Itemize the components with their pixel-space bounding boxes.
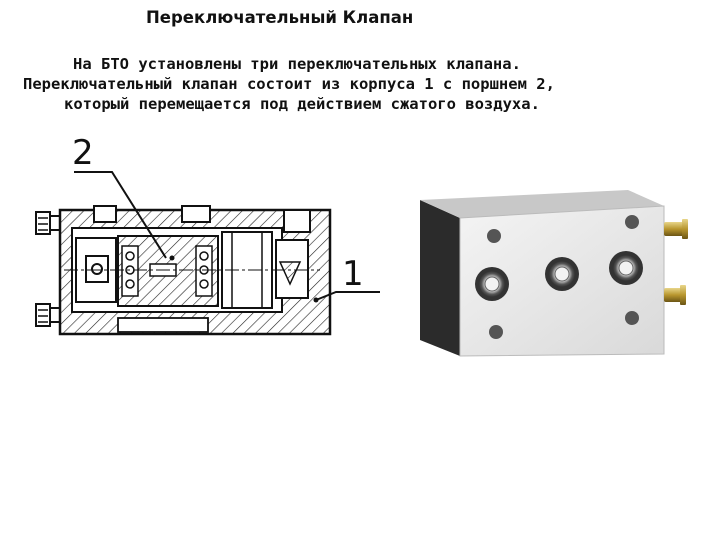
mounting-hole <box>625 311 639 325</box>
paragraph-line-1: На БТО установлены три переключательных … <box>73 55 521 73</box>
valve-section-drawing <box>35 171 380 336</box>
port-center <box>545 257 579 291</box>
mounting-hole <box>487 229 501 243</box>
left-bolt-bottom <box>35 303 61 327</box>
piston-spool <box>117 235 219 307</box>
left-bolt-top <box>35 211 61 235</box>
mounting-hole <box>625 215 639 229</box>
paragraph-line-2: Переключательный клапан состоит из корпу… <box>23 75 555 93</box>
leader-line-1 <box>315 291 380 301</box>
leader-line-2 <box>74 171 167 259</box>
slide-title: Переключательный Клапан <box>146 8 414 27</box>
port-right <box>609 251 643 285</box>
valve-block-3d <box>420 190 688 357</box>
brass-fitting-top <box>664 219 688 239</box>
callout-number-2: 2 <box>72 133 94 173</box>
callout-number-1: 1 <box>342 254 364 294</box>
port-left <box>475 267 509 301</box>
mounting-hole <box>489 325 503 339</box>
paragraph-line-3: который перемещается под действием сжато… <box>64 95 540 113</box>
brass-fitting-bottom <box>664 285 686 305</box>
